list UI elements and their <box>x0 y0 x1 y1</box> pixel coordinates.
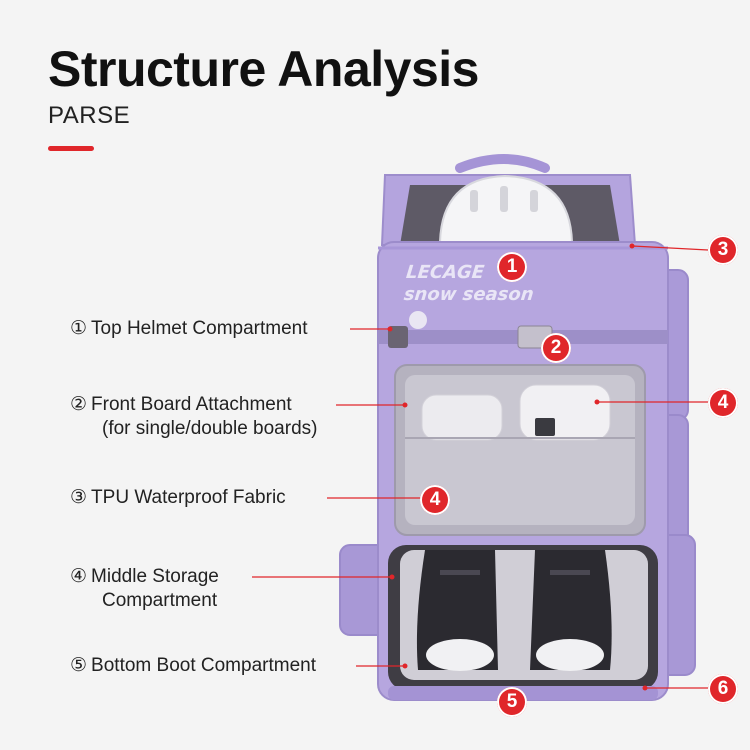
callout-badge: 5 <box>497 687 527 717</box>
feature-sublabel: (for single/double boards) <box>102 418 318 439</box>
callout-badge: 3 <box>708 235 738 265</box>
feature-number: ④ <box>70 566 88 587</box>
feature-label: TPU Waterproof Fabric <box>91 487 286 508</box>
feature-number: ③ <box>70 487 88 508</box>
accent-bar <box>48 146 94 151</box>
page-subtitle: PARSE <box>48 102 131 129</box>
feature-number: ⑤ <box>70 655 88 676</box>
feature-label: Top Helmet Compartment <box>91 318 308 339</box>
backpack-image <box>339 154 696 701</box>
callout-badge: 2 <box>541 333 571 363</box>
feature-label: Middle Storage <box>91 566 219 587</box>
feature-label: Front Board Attachment <box>91 394 292 415</box>
page-title: Structure Analysis <box>48 41 479 97</box>
callout-badge: 4 <box>420 485 450 515</box>
callout-badge: 6 <box>708 674 738 704</box>
feature-number: ① <box>70 318 88 339</box>
feature-sublabel: Compartment <box>102 590 218 611</box>
feature-number: ② <box>70 394 88 415</box>
callout-badge: 1 <box>497 252 527 282</box>
feature-label: Bottom Boot Compartment <box>91 655 316 676</box>
callout-badge: 4 <box>708 388 738 418</box>
